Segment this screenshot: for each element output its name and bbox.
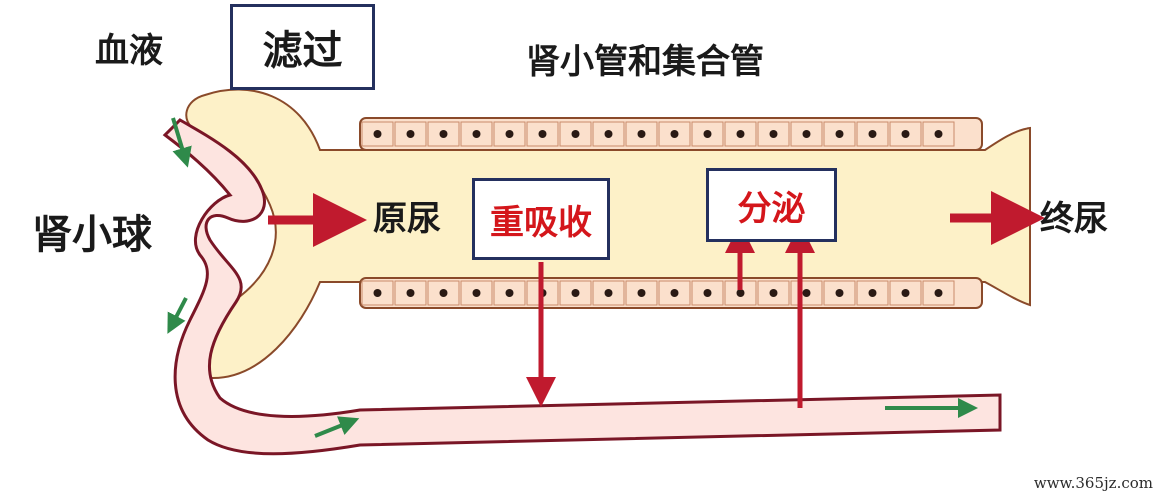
cell-nucleus bbox=[670, 130, 679, 138]
cell-nucleus bbox=[769, 289, 778, 297]
cell-nucleus bbox=[670, 289, 679, 297]
cell-nucleus bbox=[373, 130, 382, 138]
label-secretion: 分泌 bbox=[737, 188, 806, 229]
cell-nucleus bbox=[835, 130, 844, 138]
cell-nucleus bbox=[406, 130, 415, 138]
cell-nucleus bbox=[901, 130, 910, 138]
cell-nucleus bbox=[736, 289, 745, 297]
label-reabsorption-box: 重吸收 bbox=[472, 178, 610, 260]
cell-nucleus bbox=[802, 289, 811, 297]
cell-nucleus bbox=[835, 289, 844, 297]
cell-nucleus bbox=[571, 130, 580, 138]
cell-nucleus bbox=[472, 289, 481, 297]
cell-nucleus bbox=[637, 130, 646, 138]
label-filtration-box: 滤过 bbox=[230, 4, 375, 90]
label-tubule-title: 肾小管和集合管 bbox=[526, 42, 764, 82]
cell-nucleus bbox=[934, 289, 943, 297]
label-blood: 血液 bbox=[95, 31, 163, 71]
cell-nucleus bbox=[505, 130, 514, 138]
blood-flow-arrow-lower bbox=[314, 416, 360, 438]
cell-nucleus bbox=[439, 289, 448, 297]
tubule-cell bbox=[889, 121, 922, 147]
cell-nucleus bbox=[637, 289, 646, 297]
cell-nucleus bbox=[373, 289, 382, 297]
cell-nucleus bbox=[868, 130, 877, 138]
cell-nucleus bbox=[736, 130, 745, 138]
cell-nucleus bbox=[802, 130, 811, 138]
cell-nucleus bbox=[604, 289, 613, 297]
label-filtration: 滤过 bbox=[262, 28, 343, 74]
watermark: www.365jz.com bbox=[1033, 474, 1153, 492]
cell-nucleus bbox=[439, 130, 448, 138]
cell-nucleus bbox=[538, 130, 547, 138]
cell-nucleus bbox=[571, 289, 580, 297]
tubule-cell bbox=[658, 280, 691, 306]
label-final-urine: 终尿 bbox=[1040, 199, 1108, 239]
cell-nucleus bbox=[604, 130, 613, 138]
blood-flow-arrow-loop bbox=[167, 297, 188, 334]
cell-nucleus bbox=[472, 130, 481, 138]
cell-nucleus bbox=[703, 289, 712, 297]
blood-vessel bbox=[162, 118, 1002, 456]
cell-nucleus bbox=[769, 130, 778, 138]
cell-nucleus bbox=[406, 289, 415, 297]
label-primary-urine: 原尿 bbox=[373, 199, 441, 239]
blood-flow-arrow-in bbox=[171, 117, 192, 168]
cell-nucleus bbox=[703, 130, 712, 138]
label-reabsorption: 重吸收 bbox=[490, 202, 592, 243]
tubule-cell bbox=[493, 280, 526, 306]
tubule-cells bbox=[361, 121, 955, 306]
label-secretion-box: 分泌 bbox=[706, 168, 837, 242]
label-glomerulus: 肾小球 bbox=[32, 212, 152, 258]
cell-nucleus bbox=[901, 289, 910, 297]
cell-nucleus bbox=[868, 289, 877, 297]
cell-nucleus bbox=[934, 130, 943, 138]
cell-nucleus bbox=[505, 289, 514, 297]
